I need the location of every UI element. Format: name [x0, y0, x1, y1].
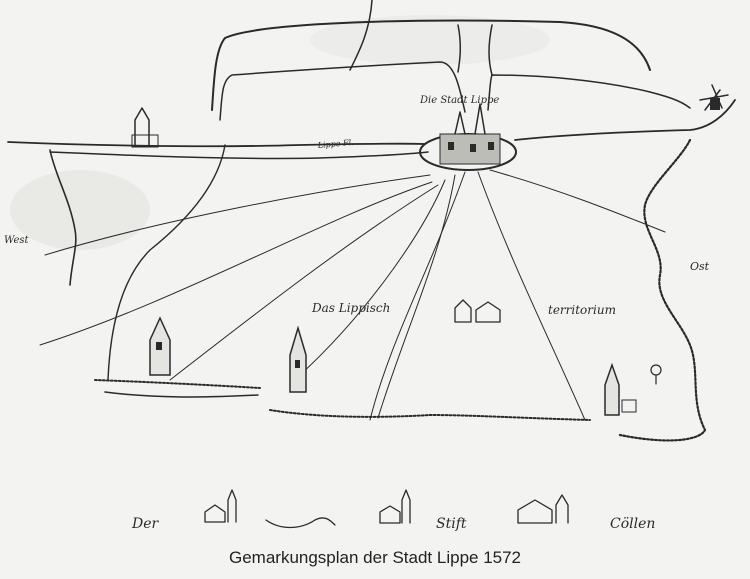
region-label-west: Das Lippisch	[311, 301, 390, 315]
south-boundary-middle	[269, 409, 591, 421]
church-northwest	[131, 107, 159, 148]
church-east	[604, 362, 637, 416]
boundary-rays	[39, 169, 666, 421]
church-center	[289, 325, 307, 393]
houses-territory	[454, 299, 501, 323]
north-road-east	[487, 74, 691, 111]
city-label: Die Stadt Lippe	[419, 95, 499, 106]
main-road	[7, 141, 426, 148]
north-stream	[349, 0, 373, 71]
west-label: West	[4, 235, 30, 246]
bottom-label-coellen: Cöllen	[610, 516, 655, 532]
west-road	[107, 144, 226, 381]
paper-stain	[310, 15, 550, 65]
north-loop-inner	[219, 61, 466, 121]
region-label-east: territorium	[548, 303, 616, 317]
north-loop-road	[211, 19, 651, 111]
east-river	[618, 138, 707, 442]
north-stream-3	[457, 24, 462, 73]
paper-stain	[10, 170, 150, 250]
north-stream-2	[488, 24, 493, 76]
south-road	[104, 391, 259, 398]
bottom-label-stift: Stift	[436, 516, 467, 532]
windmill-northeast	[699, 84, 729, 111]
south-boundary-west	[94, 379, 261, 389]
bottom-vignettes	[204, 489, 569, 529]
main-road-lower	[49, 151, 429, 160]
church-west	[149, 316, 171, 376]
east-label: Ost	[690, 260, 710, 273]
city-lippe	[419, 103, 517, 171]
map-caption: Gemarkungsplan der Stadt Lippe 1572	[228, 548, 522, 567]
bottom-label-der: Der	[131, 516, 160, 532]
main-road-east	[514, 99, 736, 141]
west-stream	[49, 149, 77, 286]
tree-east	[650, 364, 662, 385]
lippe-river-label: Lippe Fl.	[316, 138, 354, 150]
